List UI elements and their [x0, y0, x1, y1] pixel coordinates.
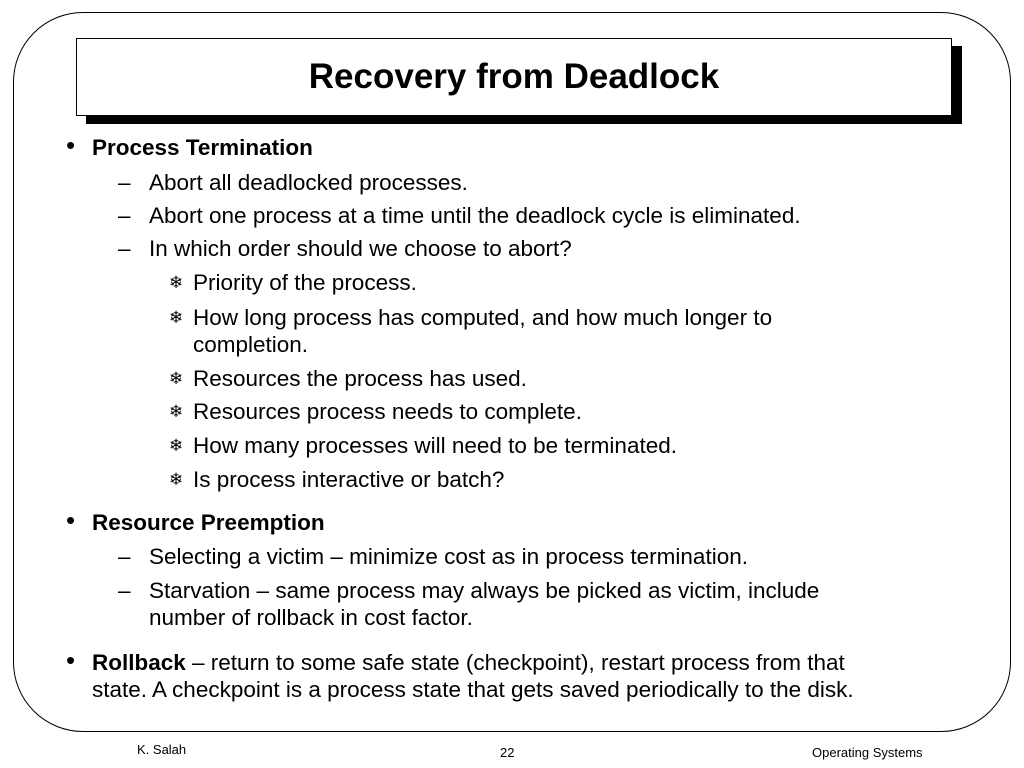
dash-marker: – — [118, 236, 131, 261]
section-heading: Rollback — [92, 650, 186, 675]
slide-content: • Process Termination – Abort all deadlo… — [66, 130, 854, 703]
list-item: Abort all deadlocked processes. — [149, 170, 468, 195]
list-item-continuation: number of rollback in cost factor. — [149, 605, 473, 630]
sub-list-item-continuation: completion. — [193, 332, 309, 357]
sub-list-item: Resources process needs to complete. — [193, 399, 582, 424]
list-item: In which order should we choose to abort… — [149, 236, 572, 261]
footer-page-number: 22 — [500, 745, 515, 760]
snowflake-icon: ❄ — [169, 470, 184, 489]
dash-marker: – — [118, 170, 131, 195]
section-heading: Process Termination — [92, 135, 313, 160]
rollback-line: Rollback – return to some safe state (ch… — [92, 649, 845, 676]
snowflake-icon: ❄ — [169, 273, 184, 292]
snowflake-icon: ❄ — [169, 436, 184, 455]
dash-marker: – — [118, 544, 131, 569]
bullet-marker: • — [66, 130, 76, 160]
sub-list-item: Priority of the process. — [193, 270, 417, 295]
rollback-text-continuation: state. A checkpoint is a process state t… — [92, 677, 854, 702]
list-item: Starvation – same process may always be … — [149, 578, 820, 603]
snowflake-icon: ❄ — [169, 369, 184, 388]
list-item: Selecting a victim – minimize cost as in… — [149, 544, 748, 569]
slide-title: Recovery from Deadlock — [308, 57, 720, 96]
dash-marker: – — [118, 203, 131, 228]
snowflake-icon: ❄ — [169, 402, 184, 421]
bullet-marker: • — [66, 505, 76, 535]
sub-list-item: How many processes will need to be termi… — [193, 433, 677, 458]
snowflake-icon: ❄ — [169, 308, 184, 327]
sub-list-item: Resources the process has used. — [193, 366, 527, 391]
section-heading: Resource Preemption — [92, 510, 325, 535]
bullet-marker: • — [66, 645, 76, 675]
slide-frame — [13, 12, 1011, 732]
list-item: Abort one process at a time until the de… — [149, 203, 801, 228]
rollback-text: – return to some safe state (checkpoint)… — [185, 650, 845, 675]
title-box: Recovery from Deadlock — [76, 38, 952, 116]
sub-list-item: How long process has computed, and how m… — [193, 305, 773, 330]
sub-list-item: Is process interactive or batch? — [193, 467, 505, 492]
footer-course: Operating Systems — [812, 745, 923, 760]
dash-marker: – — [118, 578, 131, 603]
footer-author: K. Salah — [137, 742, 187, 757]
